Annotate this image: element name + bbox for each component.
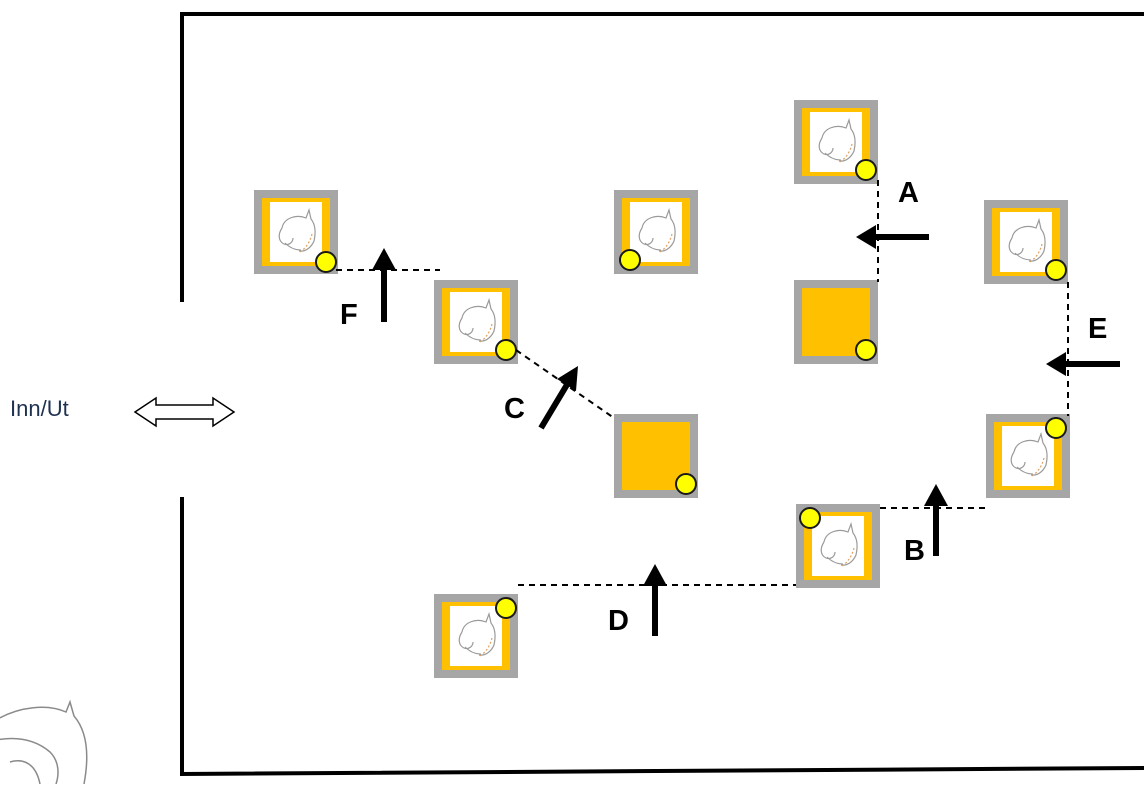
jump-plain-2 [614, 414, 698, 498]
pole-end-marker [495, 597, 517, 619]
pole-end-marker [495, 339, 517, 361]
jump-plain-1 [794, 280, 878, 364]
gate-label: Inn/Ut [10, 396, 69, 421]
jump-3 [614, 190, 698, 274]
arrow-C [538, 366, 578, 430]
marker-letter-D: D [608, 605, 629, 637]
jump-6 [986, 414, 1070, 498]
pole-end-marker [675, 473, 697, 495]
marker-letter-F: F [340, 299, 358, 331]
marker-letter-A: A [898, 177, 919, 209]
arrow-A [856, 225, 929, 249]
pole-end-marker [1045, 417, 1067, 439]
marker-letter-E: E [1088, 313, 1107, 345]
pole-end-marker [1045, 259, 1067, 281]
marker-letter-C: C [504, 393, 525, 425]
jump-5 [984, 200, 1068, 284]
arrow-F [372, 248, 396, 322]
jump-2 [434, 280, 518, 364]
arrow-D [643, 564, 667, 636]
pole-end-marker [855, 339, 877, 361]
marker-letter-B: B [904, 535, 925, 567]
horse-logo-icon [0, 699, 88, 785]
jump-4 [794, 100, 878, 184]
arena-wall-bottom [180, 497, 1144, 777]
arena-wall-top-left [180, 12, 1144, 302]
pole-end-marker [315, 251, 337, 273]
jump-8 [434, 594, 518, 678]
jump-7 [796, 504, 880, 588]
pole-end-marker [799, 507, 821, 529]
jump-1 [254, 190, 338, 274]
arrow-B [924, 484, 948, 556]
pole-end-marker [855, 159, 877, 181]
pole-end-marker [619, 249, 641, 271]
double-arrow-icon [133, 396, 236, 428]
arrow-E [1046, 352, 1120, 376]
